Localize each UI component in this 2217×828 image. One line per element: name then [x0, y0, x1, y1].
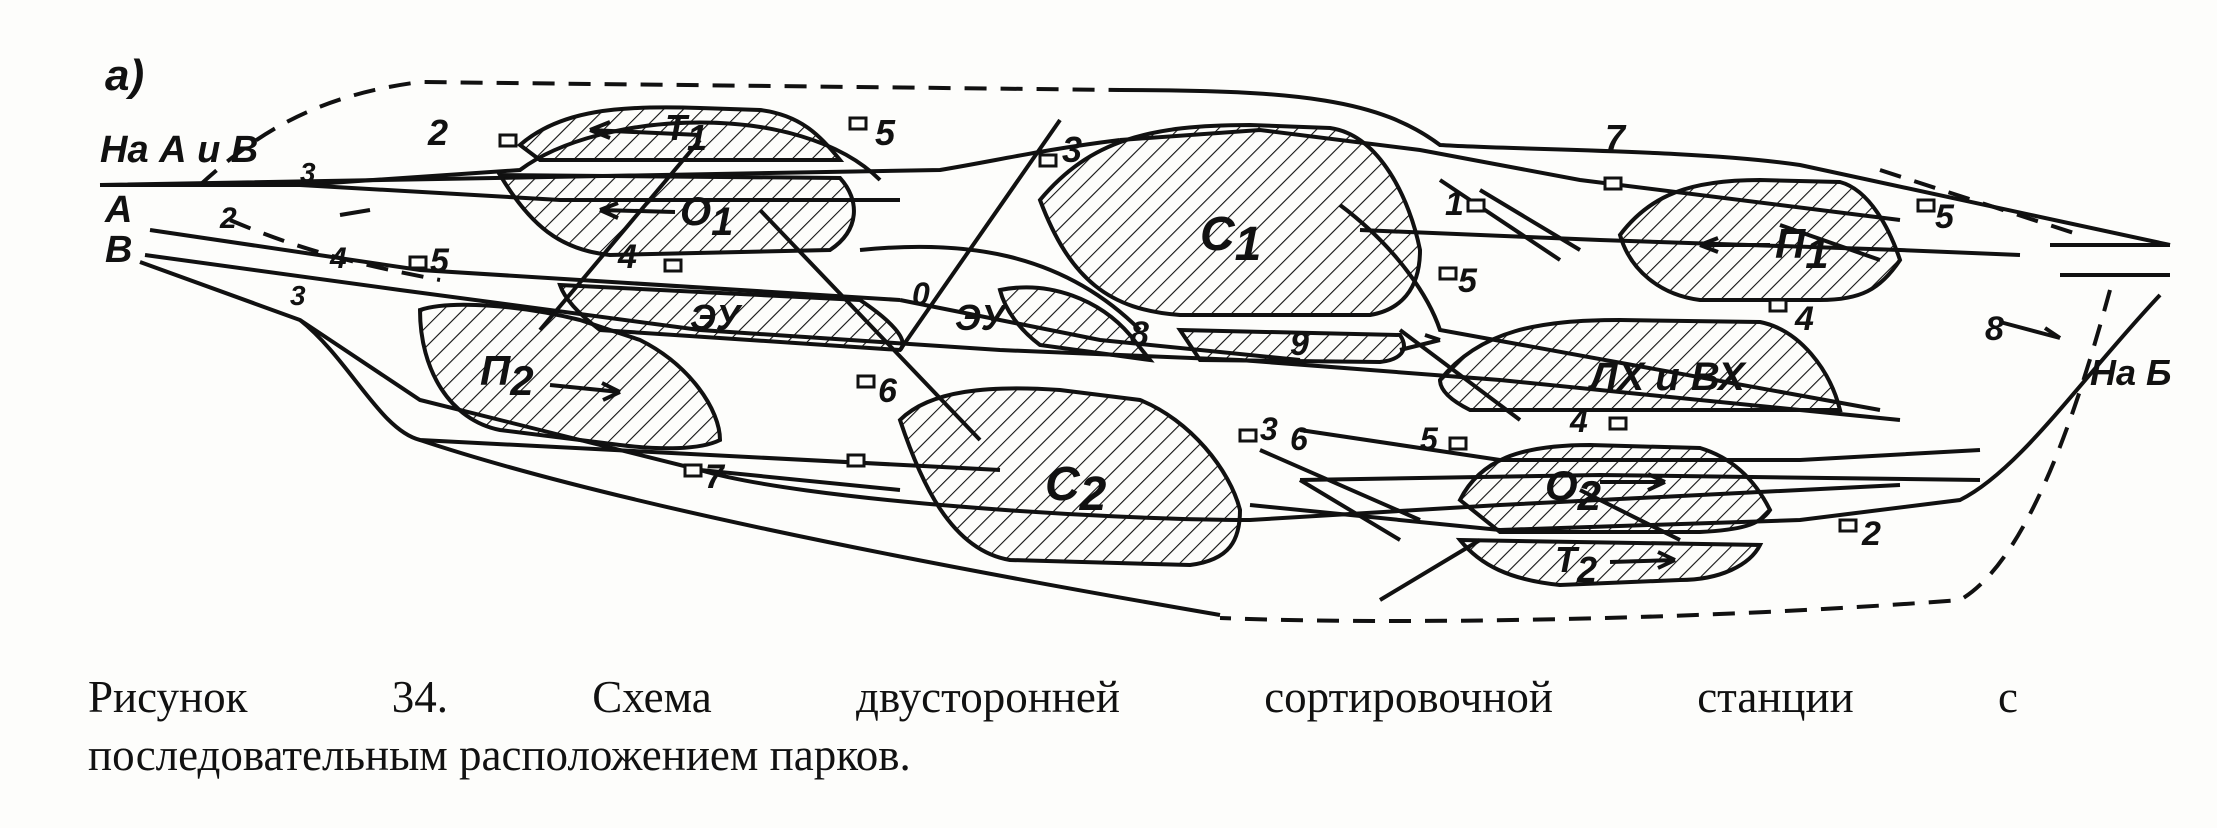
park-t2: [1455, 537, 1764, 588]
park-9: [1176, 327, 1406, 365]
num-4-left: 4: [617, 238, 637, 276]
park-zu-left: [557, 282, 905, 353]
label-t2: Т2: [1555, 539, 1597, 590]
num-5-left: 5: [430, 242, 450, 280]
caption-word: Схема: [592, 672, 712, 722]
num-5-lower: 5: [1420, 421, 1439, 457]
figure-caption: Рисунок 34. Схема двусторонней сортирово…: [88, 668, 2018, 784]
caption-line-2: последовательным расположением парков.: [88, 730, 911, 780]
caption-word: станции: [1697, 672, 1854, 722]
caption-word: Рисунок: [88, 672, 248, 722]
label-o2: О2: [1545, 462, 1601, 519]
num-5-mid: 5: [1458, 262, 1478, 300]
num-3-lower: 3: [1260, 411, 1278, 447]
label-t1: Т1: [665, 107, 707, 158]
park-o2: [1457, 442, 1773, 534]
num-1-right: 1: [1445, 185, 1464, 223]
num-5-right: 5: [1935, 198, 1955, 236]
label-zu-left: ЭУ: [690, 297, 743, 338]
num-3-top: 3: [1062, 129, 1082, 170]
entry-v: В: [105, 229, 132, 271]
caption-word: сортировочной: [1264, 672, 1553, 722]
park-areas: [417, 105, 1903, 588]
figure-tag: а): [105, 51, 144, 100]
park-p2: [417, 302, 723, 451]
num-7-top: 7: [1605, 117, 1627, 158]
num-5-top: 5: [875, 112, 896, 153]
direction-arrows: [339, 120, 2062, 570]
label-lkh: ЛХ и ВХ: [1587, 355, 1747, 399]
caption-line-1: Рисунок 34. Схема двусторонней сортирово…: [88, 668, 2018, 726]
num-7-left: 7: [705, 458, 726, 496]
entry-b: На Б: [2090, 352, 2172, 393]
num-6-lower: 6: [1290, 421, 1308, 457]
diagram-labels: а) На А и В А В На Б Т1 О1 С1 П1 П2 С2 О…: [100, 51, 2172, 590]
label-p1: П1: [1775, 220, 1829, 277]
park-c1: [1037, 122, 1423, 317]
entry-a-and-v: На А и В: [100, 129, 258, 171]
label-c2: С2: [1045, 458, 1107, 521]
station-scheme-diagram: а) На А и В А В На Б Т1 О1 С1 П1 П2 С2 О…: [99, 51, 2172, 623]
num-8-right: 8: [1985, 310, 2004, 348]
num-2-top: 2: [427, 112, 448, 153]
label-zu-mid: ЭУ: [955, 297, 1008, 338]
caption-word: 34.: [391, 672, 448, 722]
num-4-right: 4: [1794, 300, 1814, 338]
num-3-left2: 3: [290, 280, 306, 311]
caption-word: двусторонней: [856, 672, 1120, 722]
label-p2: П2: [480, 347, 534, 404]
num-4-center: 4: [329, 242, 347, 275]
num-3-left: 3: [300, 157, 316, 188]
park-lkh: [1437, 317, 1843, 412]
bypass-dashed-contour: [198, 79, 2112, 623]
caption-word: с: [1997, 672, 2018, 722]
num-9-mid: 9: [1290, 325, 1309, 363]
park-zu-mid: [997, 285, 1155, 363]
entry-a: А: [104, 189, 132, 231]
label-o1: О1: [680, 190, 733, 244]
num-2-left: 2: [219, 202, 237, 235]
label-c1: С1: [1200, 208, 1261, 271]
park-p1: [1617, 177, 1903, 302]
num-2-right: 2: [1861, 515, 1881, 553]
num-6-mid: 6: [878, 372, 898, 410]
num-8-mid: 8: [1130, 315, 1149, 353]
park-c2: [897, 386, 1243, 568]
num-4-lower: 4: [1569, 403, 1588, 439]
num-0-mid: 0: [912, 276, 930, 312]
park-o1: [496, 172, 856, 258]
signal-squares: [408, 116, 1936, 533]
